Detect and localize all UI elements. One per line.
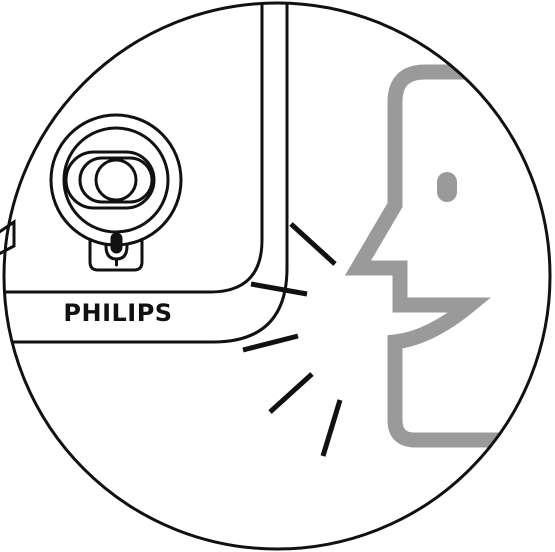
sound-line — [323, 400, 340, 456]
sound-line — [251, 284, 307, 294]
speaking-face-profile-icon — [358, 72, 555, 440]
face-eye-icon — [437, 172, 457, 202]
sound-line — [270, 374, 312, 412]
microphone-icon — [106, 234, 127, 265]
sound-line — [291, 224, 335, 264]
circular-frame — [4, 3, 550, 549]
brand-label: PHILIPS — [63, 299, 172, 327]
device-bezel — [0, 0, 287, 342]
sound-wave-lines — [243, 224, 340, 456]
sound-line — [243, 336, 298, 350]
